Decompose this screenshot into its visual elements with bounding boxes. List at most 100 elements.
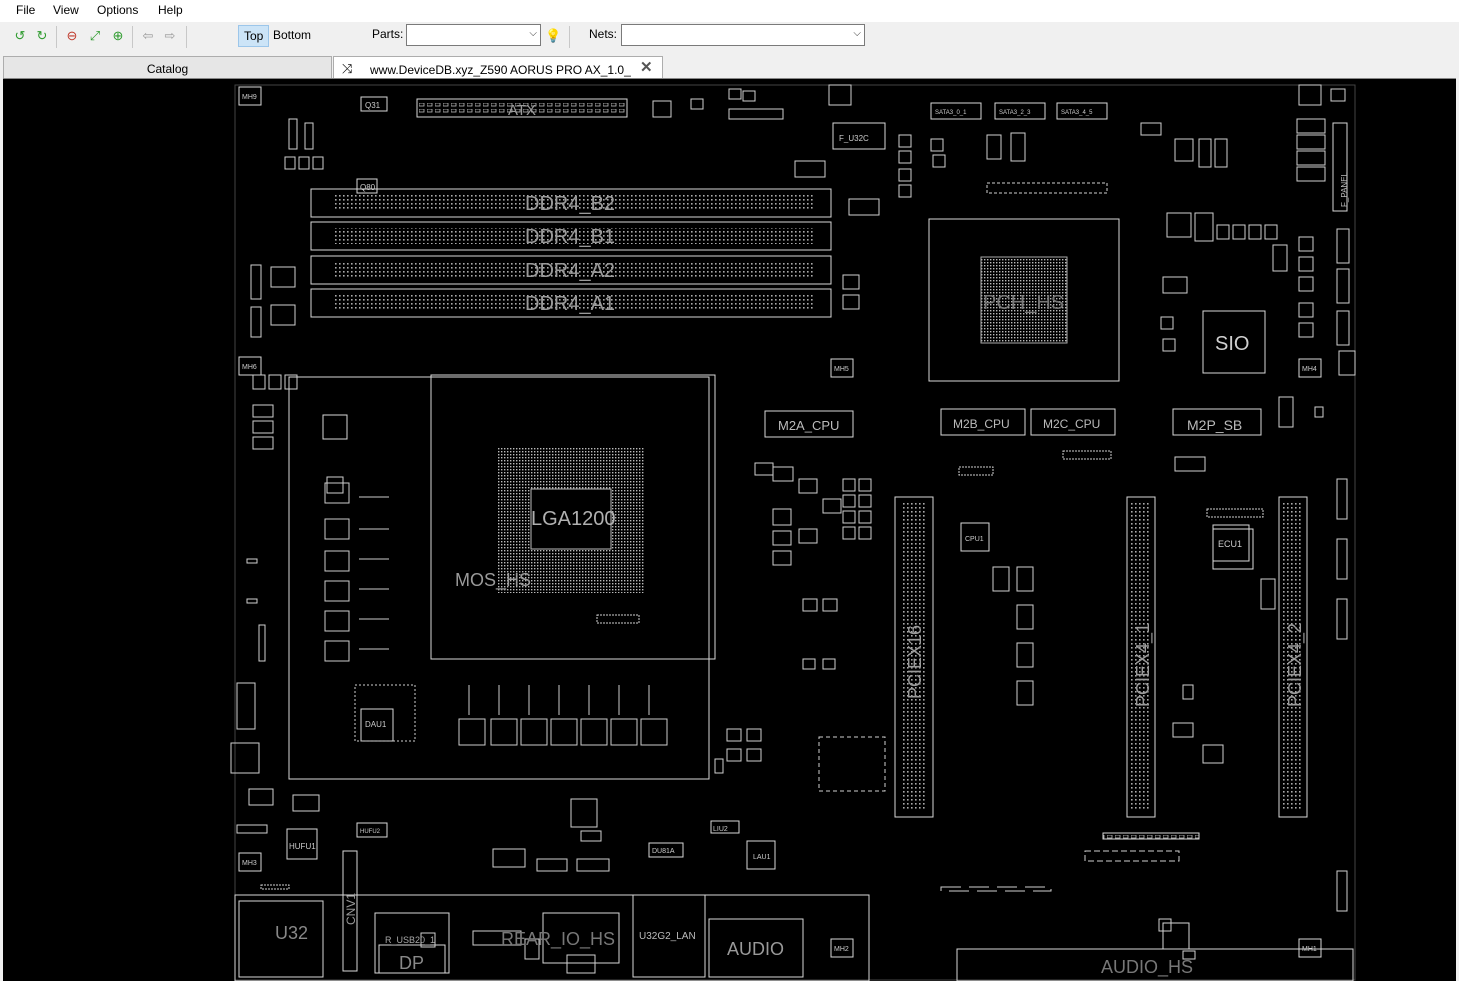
ddr-slot-a1: [310, 288, 832, 318]
rotate-right-icon[interactable]: ↻: [36, 28, 48, 43]
pch-outline: [928, 218, 1120, 382]
ddr-b1-label: DDR4_B1: [525, 226, 615, 248]
top-side-button[interactable]: Top: [238, 25, 270, 47]
u32-port: [238, 900, 324, 978]
du81a-label: DU81A: [652, 848, 675, 855]
rear-io-outline: [234, 894, 870, 981]
sata-0-1-label: SATA3_0_1: [935, 110, 967, 116]
tab-document[interactable]: ⤨ www.DeviceDB.xyz_Z590 AORUS PRO AX_1.0…: [333, 56, 663, 79]
mh3-label: MH3: [242, 860, 257, 867]
pch-bga: [980, 256, 1068, 344]
rotate-left-icon[interactable]: ↺: [14, 28, 26, 43]
sio-label: SIO: [1215, 333, 1249, 355]
ddr-a2-label: DDR4_A2: [525, 260, 615, 282]
chevron-down-icon: ⌵: [529, 28, 537, 39]
sio-chip: [1202, 310, 1266, 374]
du81a-mark: [648, 842, 684, 858]
mh9-label: MH9: [242, 94, 257, 101]
toolbar: ↺ ↻ ⊖ ⤢ ⊕ ⇦ ⇨ Top Bottom Parts: ⌵ 💡 Nets…: [0, 22, 1459, 52]
u32g2-lan-label: U32G2_LAN: [639, 931, 696, 942]
m2a-label: M2A_CPU: [778, 418, 839, 433]
mh3-mark: [238, 852, 262, 872]
f-u32c-header: [832, 122, 886, 150]
tab-document-label: www.DeviceDB.xyz_Z590 AORUS PRO AX_1.0_: [370, 63, 631, 77]
mh9-mark: [238, 86, 262, 106]
pch-hs-label: PCH_HS: [983, 292, 1064, 314]
zoom-out-icon[interactable]: ⊖: [66, 28, 78, 43]
forward-arrow-icon[interactable]: ⇨: [164, 28, 176, 43]
rear-io-hs-label: REAR_IO_HS: [501, 929, 615, 950]
close-icon[interactable]: ✕: [640, 59, 653, 76]
q31-label: Q31: [365, 101, 381, 110]
liu1-chip: [746, 840, 776, 870]
audio-port: [708, 918, 804, 978]
m2p-connector: [1172, 408, 1262, 436]
sata-4-5: [1056, 102, 1108, 120]
menu-file[interactable]: File: [16, 3, 36, 17]
m2c-label: M2C_CPU: [1043, 417, 1100, 431]
ddr-slot-a2: [310, 255, 832, 285]
parts-dropdown[interactable]: ⌵: [406, 24, 541, 46]
audio-label: AUDIO: [727, 939, 784, 959]
pciex4-1-slot: [1126, 496, 1156, 818]
mh1-mark: [1298, 938, 1322, 958]
zoom-in-icon[interactable]: ⊕: [112, 28, 124, 43]
ddr-a1-label: DDR4_A1: [525, 293, 615, 315]
pciex4-1-label: PCIEX4_1: [1133, 623, 1154, 707]
q80-label: Q80: [360, 183, 376, 192]
back-arrow-icon[interactable]: ⇦: [142, 28, 154, 43]
m2c-connector: [1030, 408, 1116, 436]
m2p-label: M2P_SB: [1187, 417, 1242, 433]
shuffle-icon: ⤨: [342, 61, 353, 76]
pciex4-2-slot: [1278, 496, 1308, 818]
mh6-label: MH6: [242, 364, 257, 371]
mh5-mark: [830, 358, 854, 378]
dp-port: [378, 944, 446, 974]
mos-hs-label: MOS_HS: [455, 570, 531, 591]
board-drawing: ATX DDR4_B2 DDR4_B1 DDR4_A2 DDR4_A1 LGA1…: [230, 84, 1356, 981]
bottom-side-button[interactable]: Bottom: [273, 28, 312, 42]
m2b-connector: [940, 408, 1026, 436]
pciex4-2-label: PCIEX4_2: [1285, 623, 1306, 707]
f-panel-header: [1332, 122, 1348, 212]
q31-mark: [360, 96, 388, 112]
pciex16-label: PCIEX16: [905, 625, 925, 699]
menu-help[interactable]: Help: [158, 3, 183, 17]
liu2-mark: [710, 820, 740, 834]
mos-heatsink-outline: [288, 376, 710, 780]
atx-label: ATX: [508, 102, 536, 119]
toolbar-separator: [186, 26, 187, 48]
ecu1-label: ECU1: [1218, 539, 1242, 549]
ddr-slot-b1: [310, 221, 832, 251]
menu-view[interactable]: View: [53, 3, 79, 17]
mh2-label: MH2: [834, 946, 849, 953]
nets-label: Nets:: [589, 27, 618, 41]
toolbar-separator: [132, 26, 133, 48]
mh6-mark: [238, 356, 262, 376]
dau1-label: DAU1: [365, 720, 387, 729]
tab-catalog[interactable]: Catalog: [3, 56, 332, 79]
toolbar-separator: [56, 26, 57, 48]
pin-header-strip: [1102, 832, 1200, 840]
cnu1-chip: [960, 522, 990, 552]
mh2-mark: [830, 938, 854, 958]
mh5-label: MH5: [834, 366, 849, 373]
fit-to-screen-icon[interactable]: ⤢: [89, 28, 101, 43]
small-components: [230, 84, 1356, 974]
cpu1-label: CPU1: [965, 536, 984, 543]
hufu1-chip: [286, 828, 318, 860]
audio-hs-outline: [956, 948, 1354, 981]
sata-4-5-label: SATA3_4_5: [1061, 110, 1093, 116]
rear-usb-label: R_USB20_1: [385, 935, 435, 945]
nets-dropdown[interactable]: ⌵: [621, 24, 865, 46]
menu-options[interactable]: Options: [97, 3, 139, 17]
au1-chip: [1162, 922, 1190, 950]
liu2-label: LIU2: [713, 826, 728, 833]
mh1-label: MH1: [1302, 946, 1317, 953]
board-canvas[interactable]: ATX DDR4_B2 DDR4_B1 DDR4_A2 DDR4_A1 LGA1…: [3, 78, 1456, 981]
lightbulb-icon[interactable]: 💡: [545, 28, 562, 43]
pciex16-slot: [894, 496, 934, 818]
atx-connector: [416, 98, 628, 118]
sata-0-1: [930, 102, 982, 120]
parts-label: Parts:: [372, 27, 404, 41]
